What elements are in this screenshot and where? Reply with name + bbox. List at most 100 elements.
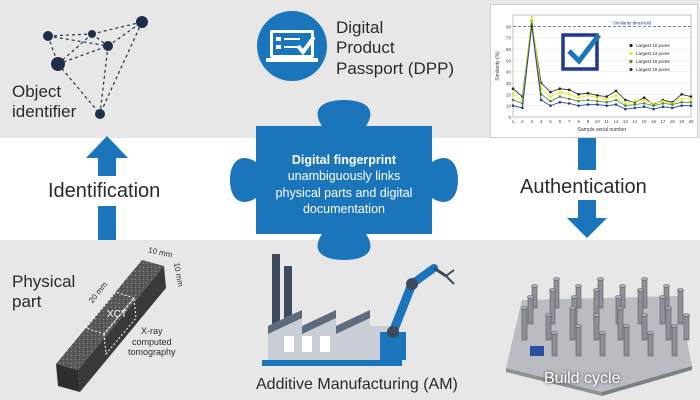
- chart-y-tick: 20: [506, 92, 512, 97]
- dpp-icon: [257, 11, 327, 81]
- physical-part-image: [56, 260, 166, 392]
- build-pin-top: [571, 295, 578, 299]
- chart-point: [577, 93, 580, 96]
- chart-point: [567, 102, 571, 105]
- chart-point: [689, 95, 693, 98]
- puzzle-line-2: physical parts and digital: [275, 185, 413, 200]
- chart-legend-label: Largest 10 pores: [636, 43, 671, 48]
- build-pin-top: [531, 284, 538, 288]
- build-pin-top: [647, 331, 654, 335]
- chart-legend-marker: [629, 43, 633, 48]
- chart-point: [596, 99, 599, 103]
- chart-point: [605, 95, 608, 98]
- chart-point: [661, 102, 665, 105]
- build-pin-top: [553, 277, 560, 281]
- dpp-label: Digital Product Passport (DPP): [336, 18, 455, 78]
- graph-node: [136, 16, 148, 28]
- build-pin-top: [659, 295, 666, 299]
- chart-point: [558, 87, 562, 90]
- puzzle-line-1: unambiguously links: [287, 169, 401, 184]
- build-pin: [521, 307, 528, 341]
- chart-point: [614, 89, 618, 93]
- graph-node: [43, 31, 53, 41]
- build-pin-top: [599, 331, 606, 335]
- build-cycle-label: Build cycle: [544, 370, 621, 387]
- chart-point: [530, 25, 534, 28]
- chart-point: [624, 98, 627, 102]
- chart-point: [511, 104, 515, 107]
- chart-point: [511, 87, 515, 90]
- chart-point: [549, 90, 552, 94]
- chart-point: [596, 103, 599, 106]
- chart-point: [605, 100, 608, 104]
- chart-point: [511, 93, 515, 96]
- chart-series-line: [512, 26, 691, 110]
- chart-x-tick: 9: [587, 119, 590, 124]
- chart-x-tick: 10: [595, 119, 601, 124]
- build-pin-top: [637, 288, 644, 292]
- check-icon: [561, 33, 601, 71]
- chart-point: [614, 94, 618, 97]
- build-pin-top: [593, 288, 600, 292]
- build-pin-top: [663, 284, 670, 288]
- chart-frame: [512, 14, 692, 118]
- puzzle-text: Digital fingerprint unambiguously links …: [250, 152, 438, 217]
- chart-point: [586, 91, 590, 95]
- chart-point: [586, 94, 590, 97]
- chart-point: [661, 99, 665, 103]
- am-label: Additive Manufacturing (AM): [256, 376, 458, 393]
- chart-point: [567, 97, 571, 101]
- chart-point: [586, 103, 590, 106]
- graph-node: [51, 57, 65, 71]
- chart-threshold-label: Similarity threshold: [613, 20, 652, 25]
- chart-x-tick: 15: [642, 119, 648, 124]
- build-pin-top: [671, 324, 678, 328]
- identification-arrow: [86, 136, 128, 240]
- xct-label: XCT: [107, 309, 127, 320]
- build-pin: [575, 325, 582, 357]
- object-identifier-graph: [43, 16, 148, 119]
- chart-series-line: [512, 20, 692, 105]
- chart-point: [670, 103, 674, 106]
- chart-legend-label: Largest 16 pores: [636, 59, 671, 64]
- chart-point: [558, 90, 562, 94]
- puzzle-title: Digital fingerprint: [291, 153, 397, 167]
- build-pin-top: [575, 324, 582, 328]
- chart-point: [689, 104, 693, 107]
- chart-x-tick: 13: [623, 119, 629, 124]
- chart-point: [624, 104, 627, 107]
- chart-x-tick: 4: [540, 119, 543, 124]
- build-pin: [641, 314, 648, 341]
- chart-x-tick: 12: [614, 119, 620, 124]
- chart-point: [558, 100, 562, 104]
- build-pin: [677, 289, 684, 325]
- build-pin-top: [677, 288, 684, 292]
- chart-point: [642, 105, 646, 109]
- chart-x-tick: 7: [568, 119, 571, 124]
- chart-point: [530, 22, 534, 26]
- chart-x-label: Sample serial number: [578, 127, 627, 133]
- chart-point: [549, 104, 552, 107]
- build-pin-top: [665, 306, 672, 310]
- build-pin: [683, 314, 690, 341]
- chart-point: [549, 95, 552, 98]
- build-pin: [527, 296, 534, 325]
- factory-illustration: [262, 254, 455, 366]
- chart-point: [567, 93, 571, 96]
- identification-label: Identification: [48, 180, 161, 202]
- chart-point: [642, 96, 646, 100]
- chart-point: [567, 88, 571, 92]
- chart-x-tick: 19: [679, 119, 685, 124]
- build-pin: [617, 307, 624, 341]
- graph-node: [88, 30, 96, 38]
- chart-point: [539, 98, 543, 102]
- build-pin-top: [597, 277, 604, 281]
- chart-x-tick: 2: [521, 119, 524, 124]
- build-pin: [593, 314, 600, 341]
- build-pin: [545, 314, 552, 341]
- chart-y-tick: 30: [506, 81, 512, 86]
- puzzle-piece: [230, 100, 458, 260]
- chart-point: [642, 98, 646, 102]
- graph-node: [95, 109, 105, 119]
- chart-point: [521, 106, 524, 110]
